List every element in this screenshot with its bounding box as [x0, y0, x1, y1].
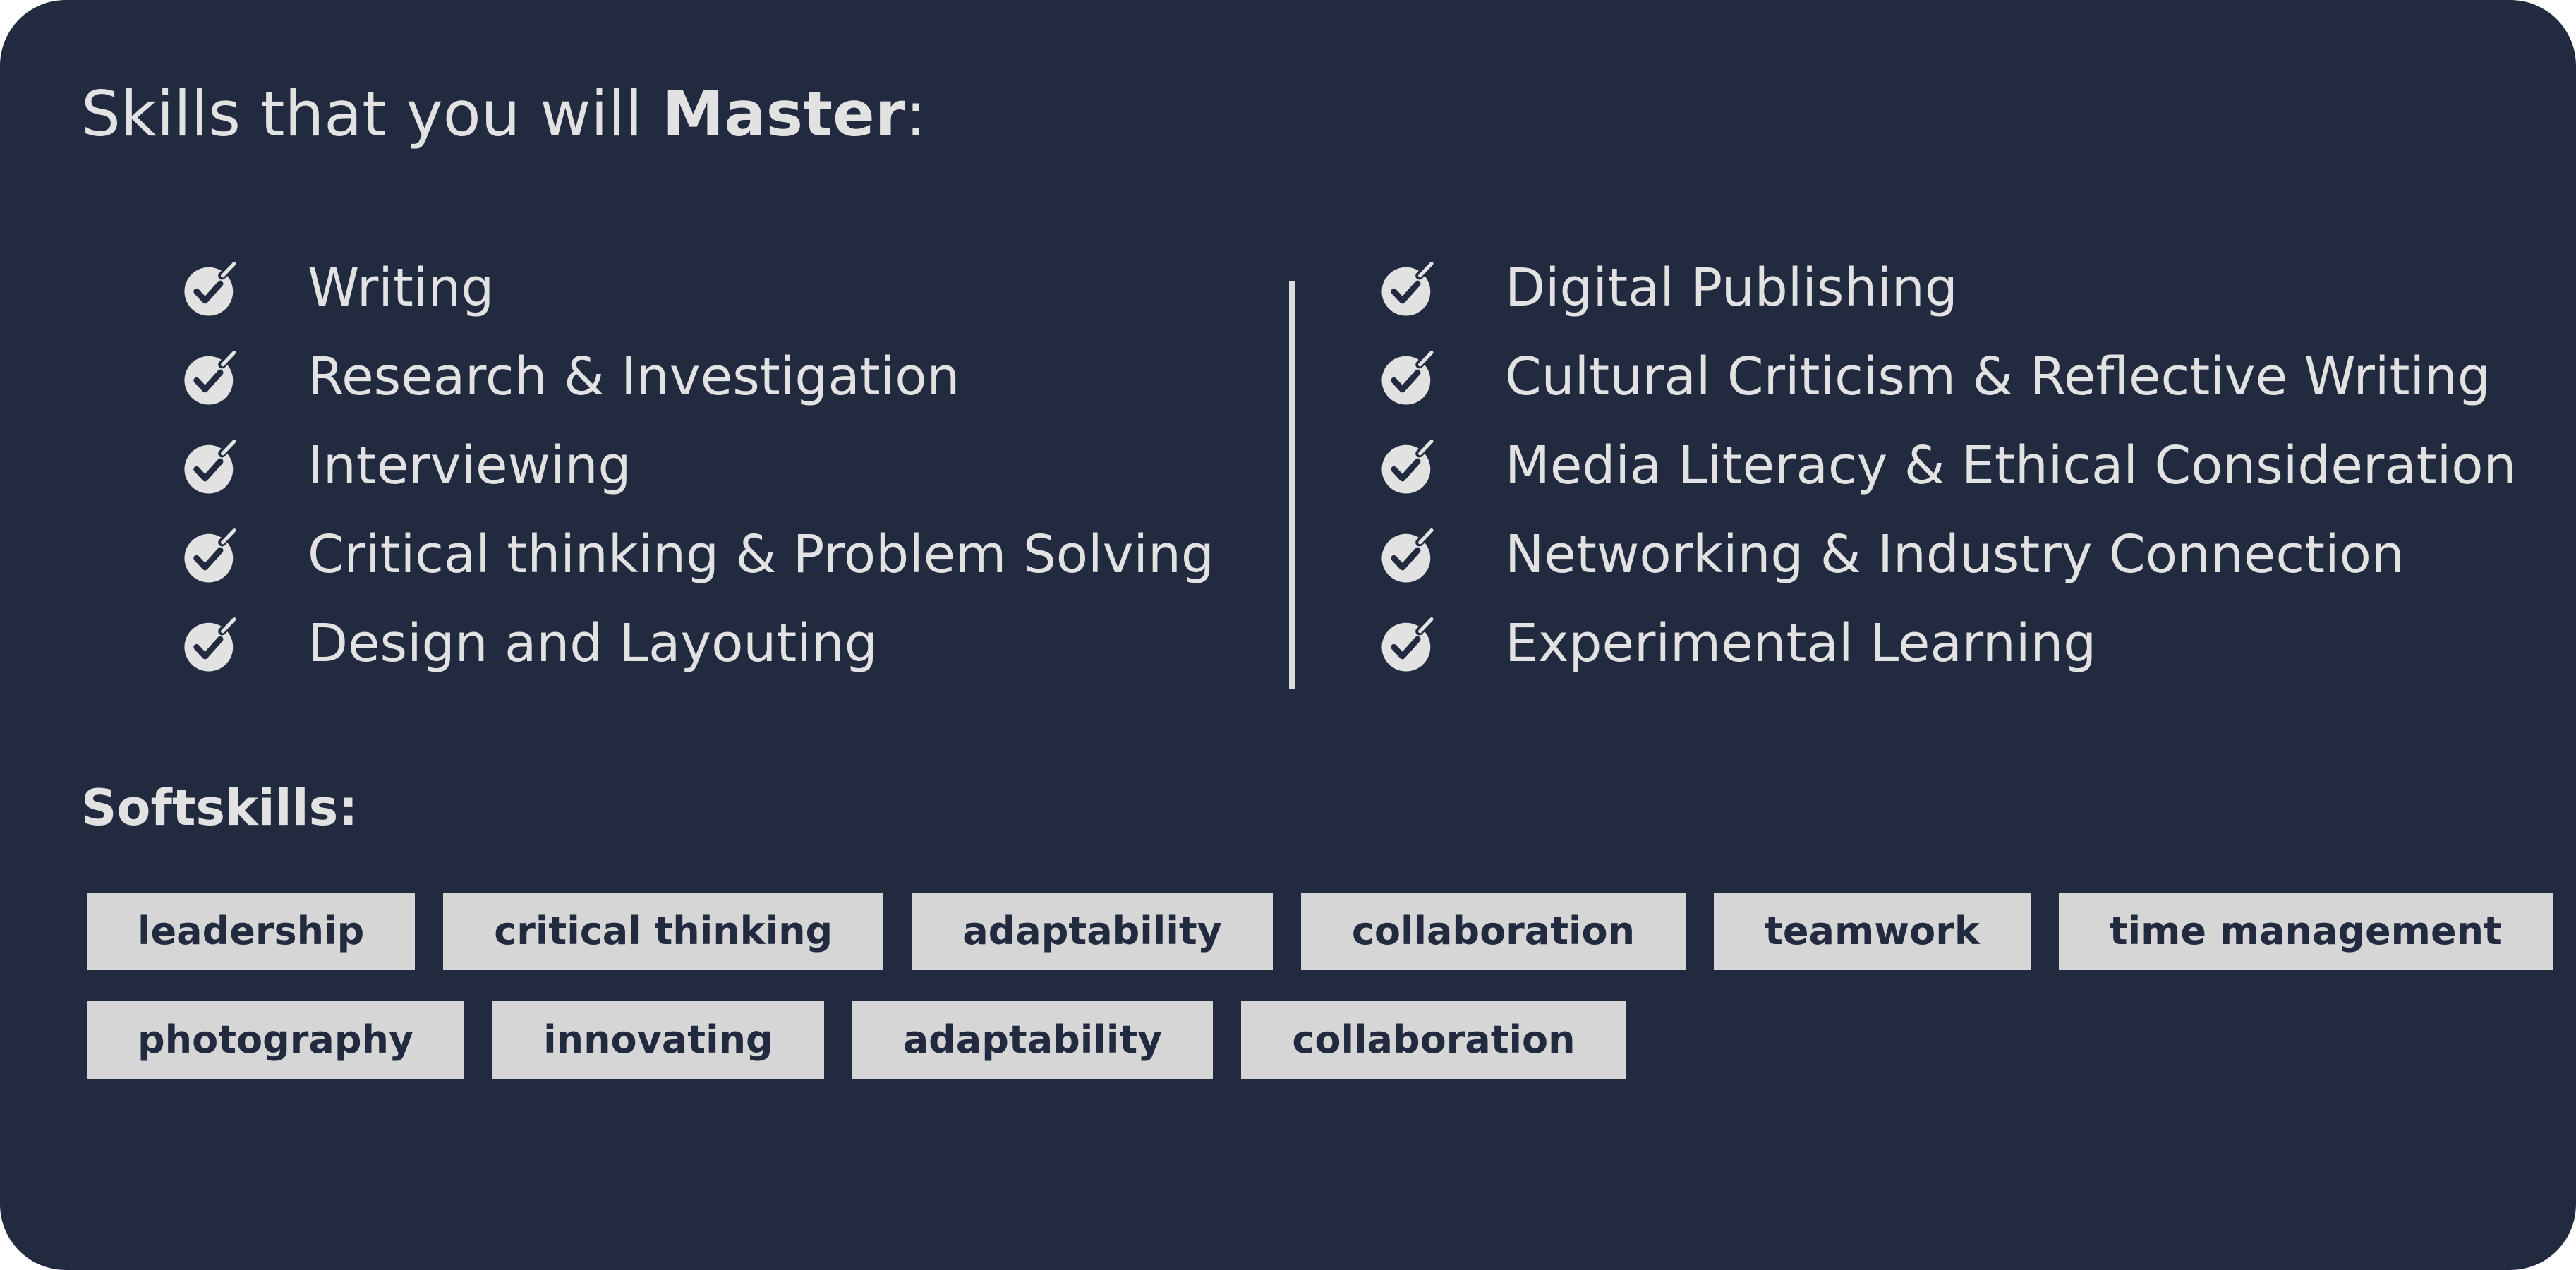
skill-item: Media Literacy & Ethical Consideration: [1379, 421, 2516, 510]
skill-label: Writing: [308, 258, 495, 318]
tag-chip[interactable]: critical thinking: [443, 893, 884, 970]
tag-chip[interactable]: time management: [2058, 893, 2553, 970]
softskills-heading: Softskills:: [81, 779, 358, 837]
skill-item: Critical thinking & Problem Solving: [182, 510, 1214, 599]
skill-label: Experimental Learning: [1505, 613, 2097, 674]
check-circle-icon: [184, 260, 237, 316]
skill-item: Experimental Learning: [1379, 599, 2516, 688]
check-circle-icon: [184, 616, 237, 672]
check-circle-icon: [1381, 527, 1434, 583]
skill-item: Cultural Criticism & Reflective Writing: [1379, 332, 2516, 421]
check-circle-icon: [184, 349, 237, 405]
check-circle-icon: [1381, 260, 1434, 316]
skill-item: Writing: [182, 243, 1214, 332]
skills-list-left: Writing Research & Investigation Intervi…: [182, 243, 1214, 688]
title-suffix: :: [905, 78, 926, 150]
tag-chip[interactable]: adaptability: [852, 1001, 1214, 1079]
tag-row: leadership critical thinking adaptabilit…: [87, 893, 2553, 970]
check-circle-icon: [1381, 349, 1434, 405]
skill-label: Networking & Industry Connection: [1505, 524, 2405, 585]
skill-item: Networking & Industry Connection: [1379, 510, 2516, 599]
skills-list-right: Digital Publishing Cultural Criticism & …: [1379, 243, 2516, 688]
title-emphasis: Master: [662, 78, 906, 150]
check-circle-icon: [1381, 616, 1434, 672]
tag-chip[interactable]: collaboration: [1241, 1001, 1626, 1079]
skill-label: Interviewing: [308, 435, 631, 496]
skill-label: Digital Publishing: [1505, 258, 1958, 318]
check-circle-icon: [184, 438, 237, 494]
skill-label: Design and Layouting: [308, 613, 878, 674]
skill-item: Interviewing: [182, 421, 1214, 510]
skill-item: Research & Investigation: [182, 332, 1214, 421]
skill-label: Media Literacy & Ethical Consideration: [1505, 435, 2517, 496]
page-title: Skills that you will Master:: [81, 65, 926, 164]
skill-label: Cultural Criticism & Reflective Writing: [1505, 346, 2491, 407]
title-prefix: Skills that you will: [81, 78, 663, 150]
skill-item: Digital Publishing: [1379, 243, 2516, 332]
skill-label: Research & Investigation: [308, 346, 960, 407]
skill-label: Critical thinking & Problem Solving: [308, 524, 1214, 585]
check-circle-icon: [1381, 438, 1434, 494]
column-divider: [1289, 281, 1295, 689]
check-circle-icon: [184, 527, 237, 583]
tag-chip[interactable]: leadership: [87, 893, 416, 970]
softskills-tags: leadership critical thinking adaptabilit…: [87, 893, 2553, 1110]
tag-row: photography innovating adaptability coll…: [87, 1001, 2345, 1079]
tag-chip[interactable]: photography: [87, 1001, 465, 1079]
tag-chip[interactable]: adaptability: [912, 893, 1273, 970]
skill-item: Design and Layouting: [182, 599, 1214, 688]
tag-chip[interactable]: collaboration: [1300, 893, 1686, 970]
tag-chip[interactable]: teamwork: [1714, 893, 2031, 970]
tag-chip[interactable]: innovating: [492, 1001, 824, 1079]
